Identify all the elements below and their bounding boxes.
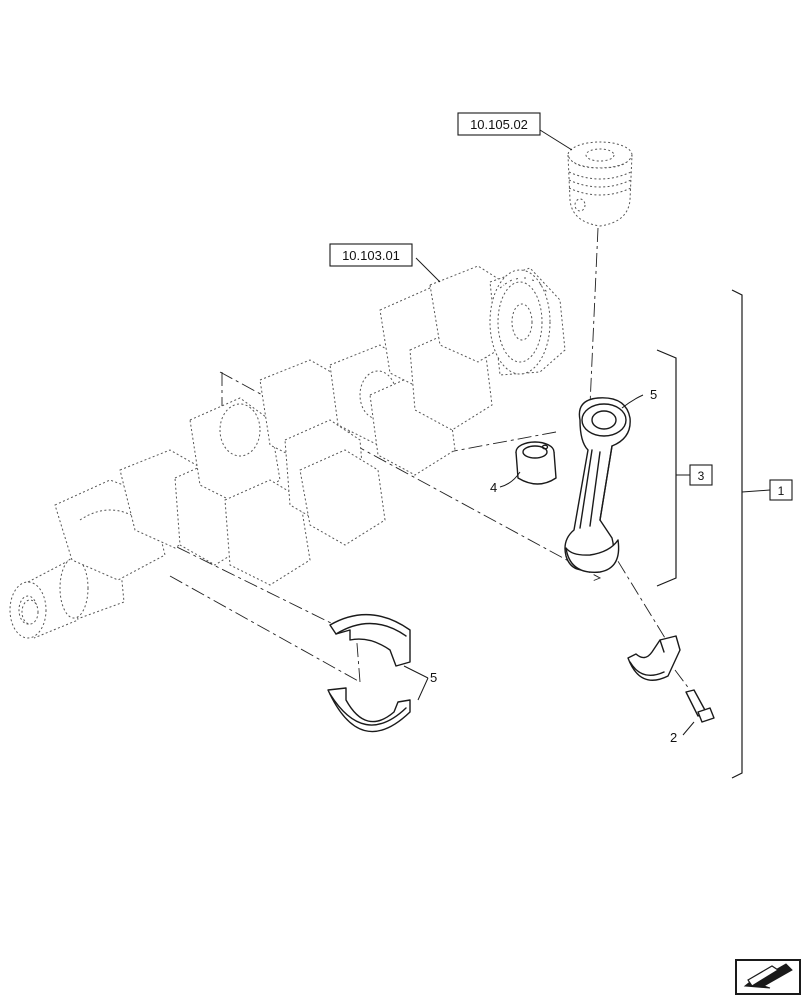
leader-lines bbox=[403, 129, 695, 736]
svg-text:3: 3 bbox=[698, 469, 705, 483]
bracket-1 bbox=[731, 289, 771, 779]
crankshaft-ghost bbox=[9, 265, 566, 639]
connecting-rod bbox=[564, 397, 631, 573]
svg-text:10.105.02: 10.105.02 bbox=[470, 117, 528, 132]
callout-item-1[interactable]: 1 bbox=[769, 479, 793, 501]
next-page-arrow-icon[interactable] bbox=[735, 959, 801, 995]
main-bearing-shells bbox=[327, 614, 411, 733]
callout-item-5-bearing[interactable]: 5 bbox=[430, 670, 437, 685]
reference-piston[interactable]: 10.105.02 bbox=[457, 112, 541, 136]
callout-item-4[interactable]: 4 bbox=[490, 480, 497, 495]
bracket-3 bbox=[656, 349, 690, 587]
rod-bearing-shell-small bbox=[627, 635, 681, 681]
svg-text:1: 1 bbox=[778, 484, 785, 498]
piston-ghost bbox=[567, 141, 633, 227]
svg-text:10.103.01: 10.103.01 bbox=[342, 248, 400, 263]
cap-bolt bbox=[685, 689, 715, 723]
reference-crankshaft[interactable]: 10.103.01 bbox=[329, 243, 413, 267]
piston-pin-bushing bbox=[515, 441, 557, 485]
callout-item-5-rod[interactable]: 5 bbox=[650, 387, 657, 402]
callout-item-2[interactable]: 2 bbox=[670, 730, 677, 745]
callout-item-3[interactable]: 3 bbox=[689, 464, 713, 486]
